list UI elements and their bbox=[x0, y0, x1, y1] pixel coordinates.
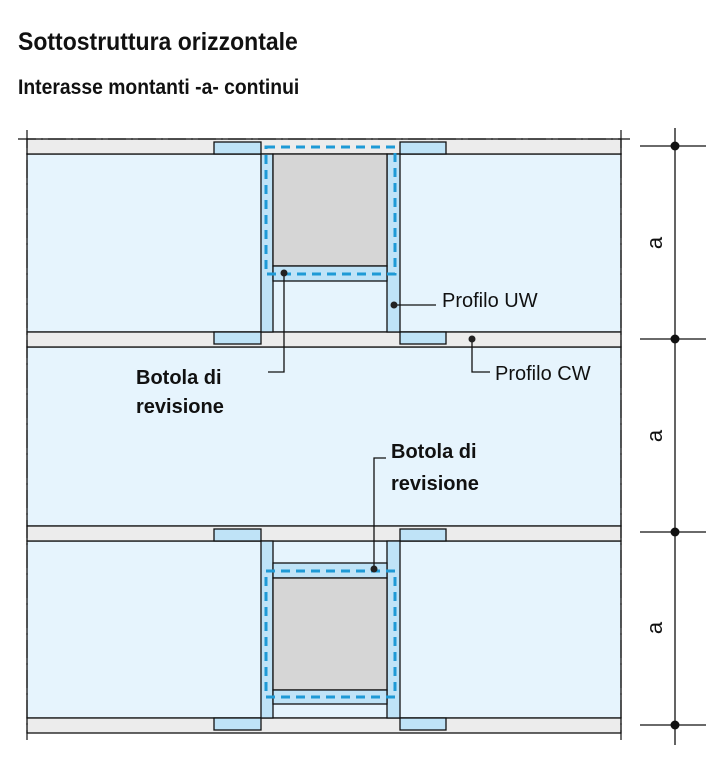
leaders bbox=[268, 273, 490, 569]
page-subtitle: Interasse montanti -a- continui bbox=[18, 76, 300, 99]
dimension-a: a bbox=[642, 236, 667, 249]
dimension-a: a bbox=[642, 621, 667, 634]
label-botola-2b: revisione bbox=[391, 473, 479, 495]
page-title: Sottostruttura orizzontale bbox=[18, 28, 298, 56]
dimension-dots bbox=[670, 141, 680, 730]
label-botola-1a: Botola di bbox=[136, 367, 222, 389]
uw-flange bbox=[399, 331, 447, 345]
cw-band bbox=[26, 525, 622, 542]
uw-flange bbox=[213, 528, 262, 542]
label-botola-1b: revisione bbox=[136, 396, 224, 418]
hatch-box bbox=[272, 153, 388, 267]
uw-flange bbox=[399, 528, 447, 542]
hatch-outline-dashed bbox=[264, 145, 397, 276]
cw-band bbox=[26, 331, 622, 348]
dimension-a: a bbox=[642, 429, 667, 442]
cw-band bbox=[26, 138, 622, 155]
uw-flange bbox=[399, 717, 447, 731]
uw-flange bbox=[213, 141, 262, 155]
hatch-box bbox=[272, 577, 388, 691]
hatch-outline-dashed bbox=[264, 569, 397, 699]
uw-stud bbox=[260, 153, 274, 333]
uw-flange bbox=[399, 141, 447, 155]
opening-bottom bbox=[213, 528, 447, 731]
uw-flange bbox=[213, 331, 262, 345]
uw-flange bbox=[213, 717, 262, 731]
label-profilo-cw: Profilo CW bbox=[495, 363, 591, 385]
opening-top bbox=[213, 141, 447, 345]
label-profilo-uw: Profilo UW bbox=[442, 290, 538, 312]
leader-dots bbox=[280, 269, 476, 573]
axis-lines bbox=[18, 130, 630, 740]
label-botola-2a: Botola di bbox=[391, 441, 477, 463]
cw-band bbox=[26, 717, 622, 734]
